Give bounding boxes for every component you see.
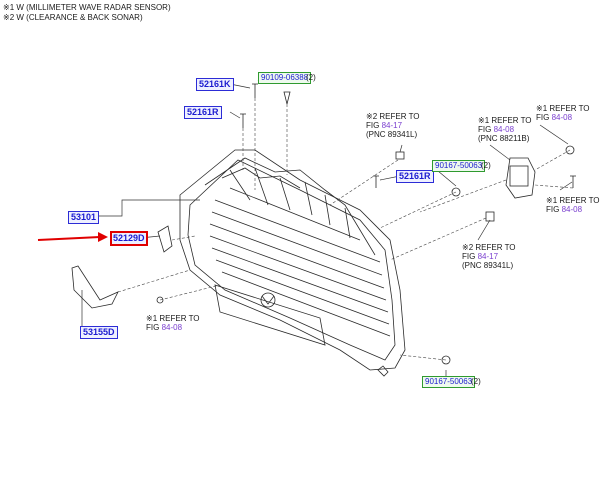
refer-note-right-mid[interactable]: ※1 REFER TO FIG 84-08 — [546, 196, 600, 214]
bolt-label-90167-50063-lower[interactable]: 90167-50063 — [422, 376, 476, 388]
refer-note-right-top[interactable]: ※1 REFER TO FIG 84-08 — [536, 104, 590, 122]
bolt-icons — [240, 83, 576, 365]
bolt-label-90167-50063-upper[interactable]: 90167-50063 — [432, 160, 486, 172]
part-label-52161r-lower[interactable]: 52161R — [396, 170, 434, 183]
highlight-arrow — [37, 232, 108, 242]
grille-front-face — [187, 159, 396, 361]
side-bracket — [157, 225, 173, 253]
part-label-52129d-highlighted[interactable]: 52129D — [110, 231, 148, 246]
refer-note-sonar-upper[interactable]: ※2 REFER TO FIG 84-17 (PNC 89341L) — [366, 112, 420, 139]
front-moulding — [71, 265, 119, 309]
grille-outline — [179, 149, 406, 371]
emblem-icon — [260, 292, 276, 308]
refer-note-left-bottom[interactable]: ※1 REFER TO FIG 84-08 — [146, 314, 200, 332]
note-radar-sensor: ※1 W (MILLIMETER WAVE RADAR SENSOR) — [3, 3, 171, 12]
refer-note-radar[interactable]: ※1 REFER TO FIG 84-08 (PNC 88211B) — [478, 116, 532, 143]
part-label-52161r-upper[interactable]: 52161R — [184, 106, 222, 119]
part-label-53101[interactable]: 53101 — [68, 211, 100, 224]
note-sonar: ※2 W (CLEARANCE & BACK SONAR) — [3, 13, 143, 22]
refer-note-sonar-mid[interactable]: ※2 REFER TO FIG 84-17 (PNC 89341L) — [462, 243, 516, 270]
part-label-52161k[interactable]: 52161K — [196, 78, 234, 91]
bolt-qty: (2) — [306, 73, 316, 82]
grille-upper-lattice — [204, 157, 376, 256]
part-label-53155d[interactable]: 53155D — [80, 326, 118, 339]
radar-sensor — [505, 157, 536, 199]
grille-slats — [209, 199, 391, 337]
emblem-panel — [214, 284, 326, 346]
bolt-label-90109-06388[interactable]: 90109-06388 — [258, 72, 312, 84]
bolt-qty: (2) — [471, 377, 481, 386]
bolt-qty: (2) — [481, 161, 491, 170]
